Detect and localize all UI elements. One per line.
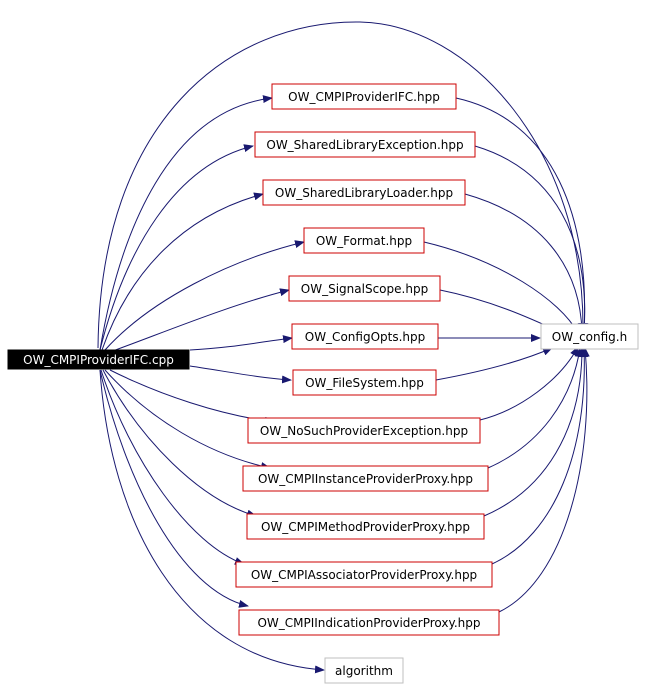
header-node-box: [271, 83, 457, 110]
header-node[interactable]: OW_CMPIInstanceProviderProxy.hpp: [242, 465, 489, 492]
header-node-label: OW_ConfigOpts.hpp: [305, 330, 426, 344]
header-node-label: OW_FileSystem.hpp: [305, 376, 424, 390]
edge-file-system-to-config: [435, 347, 553, 381]
system-node-label: algorithm: [335, 664, 393, 678]
edge-method-proxy-to-config: [483, 347, 586, 517]
root-node-box: [7, 349, 190, 370]
header-node-box: [291, 323, 439, 350]
header-node-label: OW_SignalScope.hpp: [301, 282, 428, 296]
edge-root-to-shared-library-exception: [99, 144, 254, 351]
edge-root-to-format: [104, 240, 305, 351]
header-node[interactable]: OW_CMPIProviderIFC.hpp: [271, 83, 457, 110]
root-node-label: OW_CMPIProviderIFC.cpp: [23, 353, 174, 367]
header-node[interactable]: OW_NoSuchProviderException.hpp: [247, 417, 481, 444]
header-node-label: OW_NoSuchProviderException.hpp: [260, 424, 468, 438]
header-node-box: [303, 227, 425, 254]
edge-root-to-method-proxy: [102, 369, 257, 518]
edge-root-to-config-opts: [189, 335, 293, 351]
system-node[interactable]: algorithm: [324, 657, 404, 684]
edge-shared-library-loader-to-config: [464, 193, 586, 333]
header-node-label: OW_SharedLibraryLoader.hpp: [275, 186, 453, 200]
config-node-box: [540, 323, 639, 350]
header-node[interactable]: OW_ConfigOpts.hpp: [291, 323, 439, 350]
header-node[interactable]: OW_SignalScope.hpp: [288, 275, 441, 302]
edge-root-to-indication-proxy: [99, 369, 249, 608]
header-node-box: [242, 465, 489, 492]
header-node-label: OW_Format.hpp: [316, 234, 412, 248]
edge-root-to-config-h-top: [97, 21, 588, 349]
edge-root-to-no-such-provider: [109, 369, 275, 425]
header-node-box: [235, 561, 493, 588]
header-node-box: [262, 179, 466, 206]
edge-root-to-algorithm: [99, 369, 325, 674]
edge-root-to-signal-scope: [109, 288, 290, 353]
header-node-box: [238, 609, 500, 636]
config-edges: [423, 97, 590, 613]
header-node[interactable]: OW_SharedLibraryException.hpp: [254, 131, 476, 158]
system-node-box: [324, 657, 404, 684]
edge-format-to-config: [423, 241, 579, 334]
header-node[interactable]: OW_CMPIMethodProviderProxy.hpp: [246, 513, 485, 540]
header-node[interactable]: OW_FileSystem.hpp: [292, 369, 437, 396]
root-node[interactable]: OW_CMPIProviderIFC.cpp: [7, 349, 190, 370]
header-node-box: [288, 275, 441, 302]
config-node[interactable]: OW_config.h: [540, 323, 639, 350]
header-node-label: OW_CMPIAssociatorProviderProxy.hpp: [251, 568, 477, 582]
edge-root-to-shared-library-loader: [101, 192, 264, 351]
header-node-box: [247, 417, 481, 444]
header-node-label: OW_CMPIIndicationProviderProxy.hpp: [257, 616, 480, 630]
edge-instance-proxy-to-config: [487, 347, 583, 469]
header-node-label: OW_SharedLibraryException.hpp: [266, 138, 463, 152]
edge-shared-library-exception-to-config: [474, 145, 589, 333]
edge-root-to-instance-proxy: [104, 369, 271, 471]
header-node-label: OW_CMPIMethodProviderProxy.hpp: [261, 520, 470, 534]
header-node-box: [292, 369, 437, 396]
header-node[interactable]: OW_Format.hpp: [303, 227, 425, 254]
header-node[interactable]: OW_CMPIAssociatorProviderProxy.hpp: [235, 561, 493, 588]
edge-root-to-associator-proxy: [100, 369, 245, 565]
header-node-label: OW_CMPIInstanceProviderProxy.hpp: [258, 472, 473, 486]
root-edges: [97, 21, 588, 674]
edge-associator-proxy-to-config: [491, 347, 589, 565]
edge-root-to-cmpi-provider-ifc: [99, 95, 273, 351]
header-node[interactable]: OW_CMPIIndicationProviderProxy.hpp: [238, 609, 500, 636]
config-node-label: OW_config.h: [552, 330, 627, 344]
header-node-box: [254, 131, 476, 158]
header-node-box: [246, 513, 485, 540]
header-node-label: OW_CMPIProviderIFC.hpp: [288, 90, 440, 104]
header-node[interactable]: OW_SharedLibraryLoader.hpp: [262, 179, 466, 206]
edge-no-such-provider-to-config: [479, 346, 579, 421]
edge-indication-proxy-to-config: [498, 347, 590, 613]
edge-root-to-file-system: [189, 365, 292, 384]
